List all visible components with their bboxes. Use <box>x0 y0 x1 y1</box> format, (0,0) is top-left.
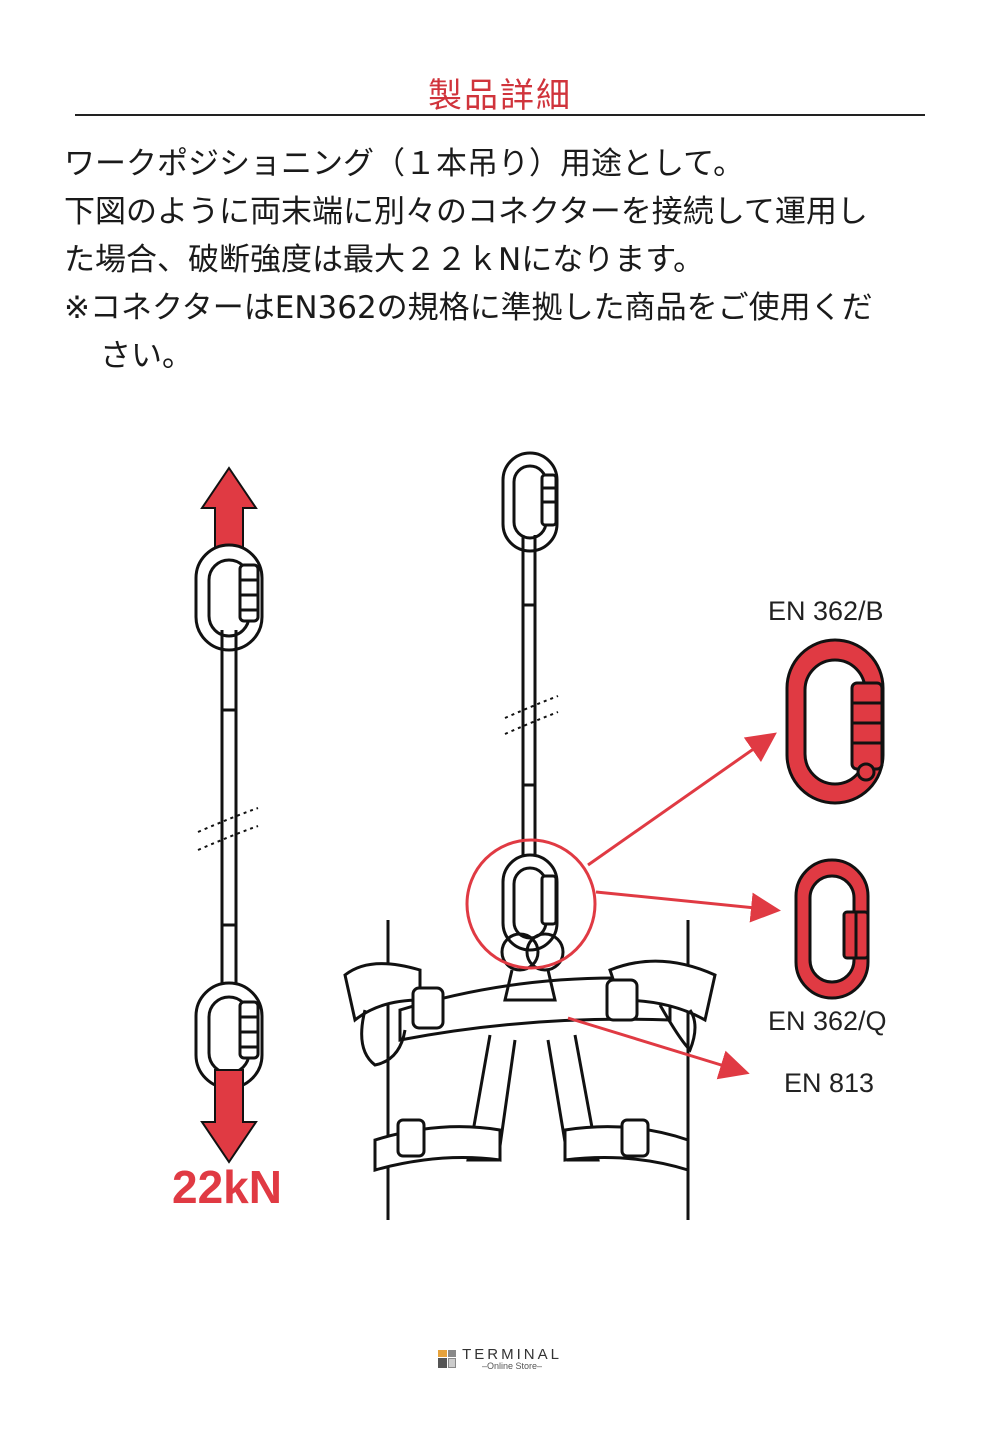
breaking-strength-label: 22kN <box>172 1161 282 1213</box>
label-en362q: EN 362/Q <box>768 1006 887 1036</box>
carabiner-en362b <box>785 638 885 805</box>
title-divider <box>75 114 925 116</box>
brand-logo-icon <box>438 1349 457 1368</box>
description-block: ワークポジショニング（１本吊り）用途として。 下図のように両末端に別々のコネクタ… <box>64 140 954 380</box>
description-line: ワークポジショニング（１本吊り）用途として。 <box>64 146 745 182</box>
connector-diagram: EN 362/B EN 362/Q EN 813 22kN <box>0 440 1000 1220</box>
tension-lanyard <box>194 466 264 1164</box>
note-line: ※コネクターはEN362の規格に準拠した商品をご使用くだ <box>64 290 873 326</box>
label-en813: EN 813 <box>784 1068 875 1098</box>
pointer-arrows <box>567 732 781 1080</box>
diagram-illustration <box>194 451 885 1220</box>
description-line: た場合、破断強度は最大２２ｋNになります。 <box>64 242 705 278</box>
page-title: 製品詳細 <box>428 76 572 116</box>
brand-subtitle: –Online Store– <box>481 1360 543 1371</box>
brand-name: TERMINAL <box>462 1345 562 1363</box>
description-line: 下図のように両末端に別々のコネクターを接続して運用し <box>64 194 868 230</box>
footer-brand: TERMINAL –Online Store– <box>0 1342 1000 1371</box>
note-line: さい。 <box>100 338 193 374</box>
harness-figure <box>343 451 717 1220</box>
label-en362b: EN 362/B <box>768 596 884 626</box>
quicklink-en362q <box>794 858 870 1000</box>
connector-highlight-circle <box>465 838 597 970</box>
